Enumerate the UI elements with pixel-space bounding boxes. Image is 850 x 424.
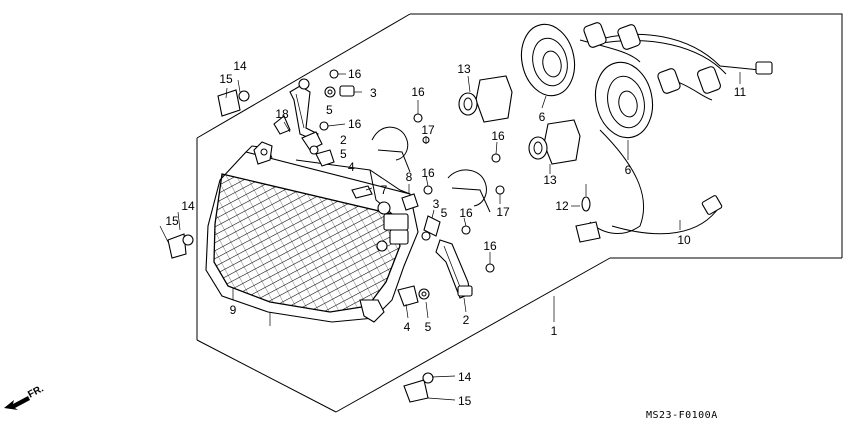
callout-16: 16 bbox=[421, 166, 435, 180]
callout-14: 14 bbox=[181, 199, 195, 213]
callout-2: 2 bbox=[463, 313, 470, 327]
callout-3: 3 bbox=[433, 197, 440, 211]
callout-6: 6 bbox=[625, 163, 632, 177]
callout-15: 15 bbox=[165, 214, 179, 228]
callout-4: 4 bbox=[404, 320, 411, 334]
callout-13: 13 bbox=[543, 173, 557, 187]
callout-15: 15 bbox=[219, 72, 233, 86]
mounting-grommets bbox=[167, 89, 434, 403]
diagram-code: MS23-F0100A bbox=[646, 410, 718, 421]
callout-4: 4 bbox=[348, 160, 355, 174]
callout-1: 1 bbox=[551, 324, 558, 338]
callout-16: 16 bbox=[491, 129, 505, 143]
callout-17: 17 bbox=[421, 123, 435, 137]
callout-7: 7 bbox=[381, 183, 388, 197]
callout-10: 10 bbox=[677, 233, 691, 247]
callout-16: 16 bbox=[348, 67, 362, 81]
callout-13: 13 bbox=[457, 62, 471, 76]
callout-5: 5 bbox=[340, 147, 347, 161]
front-label: FR. bbox=[26, 383, 46, 400]
callout-18: 18 bbox=[275, 107, 289, 121]
callout-12: 12 bbox=[555, 199, 569, 213]
callout-16: 16 bbox=[483, 239, 497, 253]
callout-3: 3 bbox=[370, 86, 377, 100]
callout-16: 16 bbox=[459, 206, 473, 220]
spring-clips bbox=[351, 126, 491, 213]
callout-14: 14 bbox=[233, 59, 247, 73]
callout-11: 11 bbox=[734, 85, 747, 99]
callout-16: 16 bbox=[411, 85, 425, 99]
callout-labels: 14 15 18 16 3 5 16 2 5 4 13 16 17 6 16 1… bbox=[165, 59, 746, 408]
callout-5: 5 bbox=[441, 206, 448, 220]
callout-15: 15 bbox=[458, 394, 472, 408]
wire-harness bbox=[575, 22, 773, 243]
callout-9: 9 bbox=[230, 303, 237, 317]
callout-5: 5 bbox=[326, 103, 333, 117]
headlight-bulbs bbox=[458, 75, 581, 165]
assembly-outline-box bbox=[196, 13, 843, 413]
callout-5: 5 bbox=[425, 320, 432, 334]
lower-adjuster-assembly bbox=[397, 215, 473, 307]
front-direction-indicator: FR. bbox=[4, 383, 46, 410]
callout-6: 6 bbox=[539, 110, 546, 124]
dust-covers bbox=[520, 23, 654, 139]
headlight-housing bbox=[205, 141, 419, 323]
callout-17: 17 bbox=[496, 205, 510, 219]
callout-2: 2 bbox=[340, 133, 347, 147]
upper-adjuster-assembly bbox=[273, 78, 355, 167]
leader-lines bbox=[159, 72, 741, 401]
callout-8: 8 bbox=[406, 170, 413, 184]
callout-16: 16 bbox=[348, 117, 362, 131]
callout-14: 14 bbox=[458, 370, 472, 384]
front-arrow-icon bbox=[4, 396, 30, 410]
